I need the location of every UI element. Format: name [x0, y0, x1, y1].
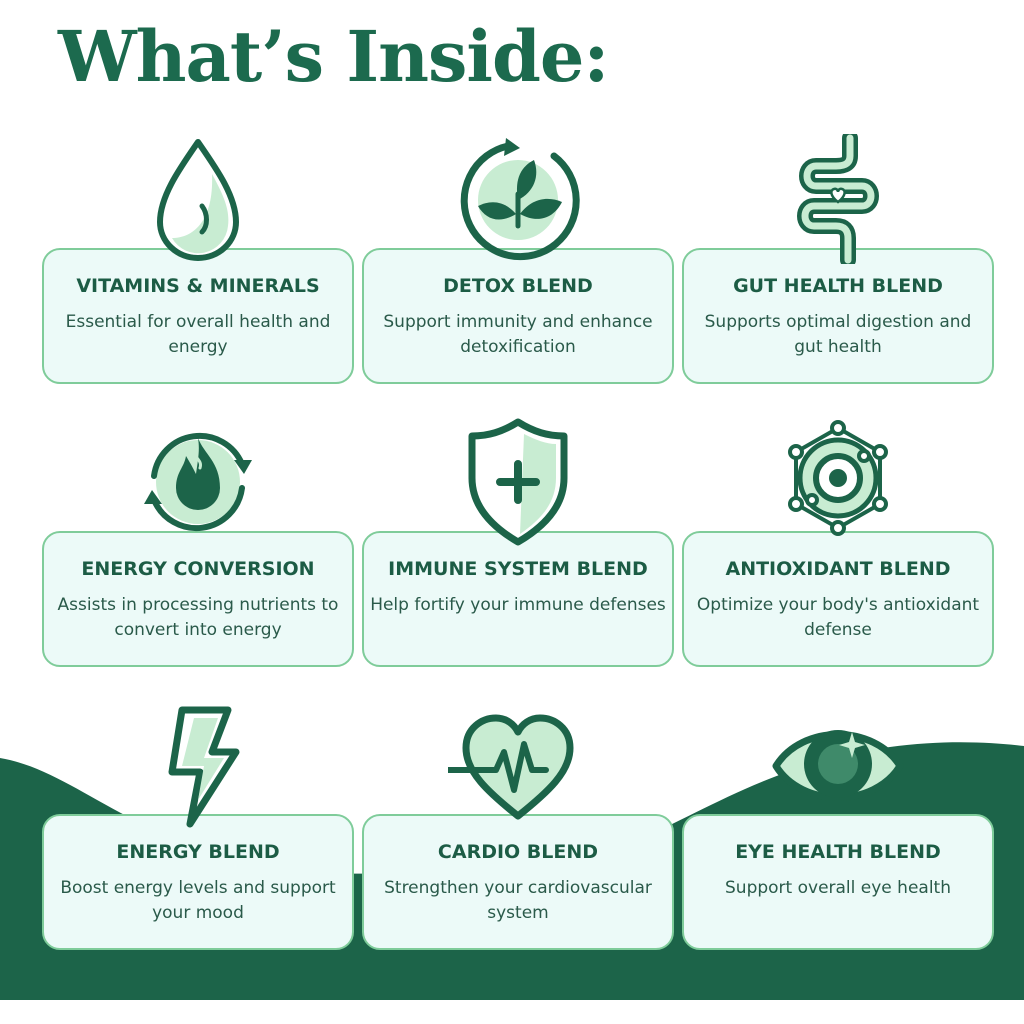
card-title: DETOX BLEND: [443, 275, 593, 297]
card-antioxidant-blend: ANTIOXIDANT BLEND Optimize your body's a…: [682, 531, 994, 667]
card-title: IMMUNE SYSTEM BLEND: [388, 558, 648, 580]
card-energy-blend: ENERGY BLEND Boost energy levels and sup…: [42, 814, 354, 950]
card-vitamins-minerals: VITAMINS & MINERALS Essential for overal…: [42, 248, 354, 384]
card-cardio-blend: CARDIO BLEND Strengthen your cardiovascu…: [362, 814, 674, 950]
card-title: GUT HEALTH BLEND: [733, 275, 943, 297]
water-drop-icon: [157, 139, 239, 261]
molecule-icon: [788, 420, 888, 536]
card-title: VITAMINS & MINERALS: [76, 275, 320, 297]
flame-cycle-icon: [144, 432, 252, 532]
card-gut-health-blend: GUT HEALTH BLEND Supports optimal digest…: [682, 248, 994, 384]
card-title: EYE HEALTH BLEND: [735, 841, 941, 863]
leaf-cycle-icon: [460, 138, 580, 261]
card-title: ENERGY BLEND: [116, 841, 280, 863]
card-description: Essential for overall health and energy: [65, 312, 331, 357]
shield-plus-icon: [468, 418, 568, 546]
card-description: Optimize your body's antioxidant defense: [696, 595, 980, 640]
card-energy-conversion: ENERGY CONVERSION Assists in processing …: [42, 531, 354, 667]
card-description: Assists in processing nutrients to conve…: [57, 595, 339, 640]
intestine-icon: [797, 134, 879, 264]
card-description: Boost energy levels and support your moo…: [60, 878, 336, 923]
card-description: Supports optimal digestion and gut healt…: [704, 312, 972, 357]
card-title: CARDIO BLEND: [437, 841, 599, 863]
card-eye-health-blend: EYE HEALTH BLEND Support overall eye hea…: [682, 814, 994, 950]
page-title: What’s Inside:: [58, 15, 609, 98]
card-title: ENERGY CONVERSION: [81, 558, 315, 580]
card-detox-blend: DETOX BLEND Support immunity and enhance…: [362, 248, 674, 384]
card-immune-system-blend: IMMUNE SYSTEM BLEND Help fortify your im…: [362, 531, 674, 667]
lightning-icon: [168, 706, 240, 828]
card-title: ANTIOXIDANT BLEND: [725, 558, 951, 580]
heartbeat-icon: [448, 714, 574, 820]
card-description: Support overall eye health: [725, 878, 951, 898]
card-description: Strengthen your cardiovascular system: [384, 878, 652, 923]
card-description: Help fortify your immune defenses: [370, 595, 666, 615]
card-description: Support immunity and enhance detoxificat…: [383, 312, 653, 357]
eye-icon: [772, 730, 904, 801]
